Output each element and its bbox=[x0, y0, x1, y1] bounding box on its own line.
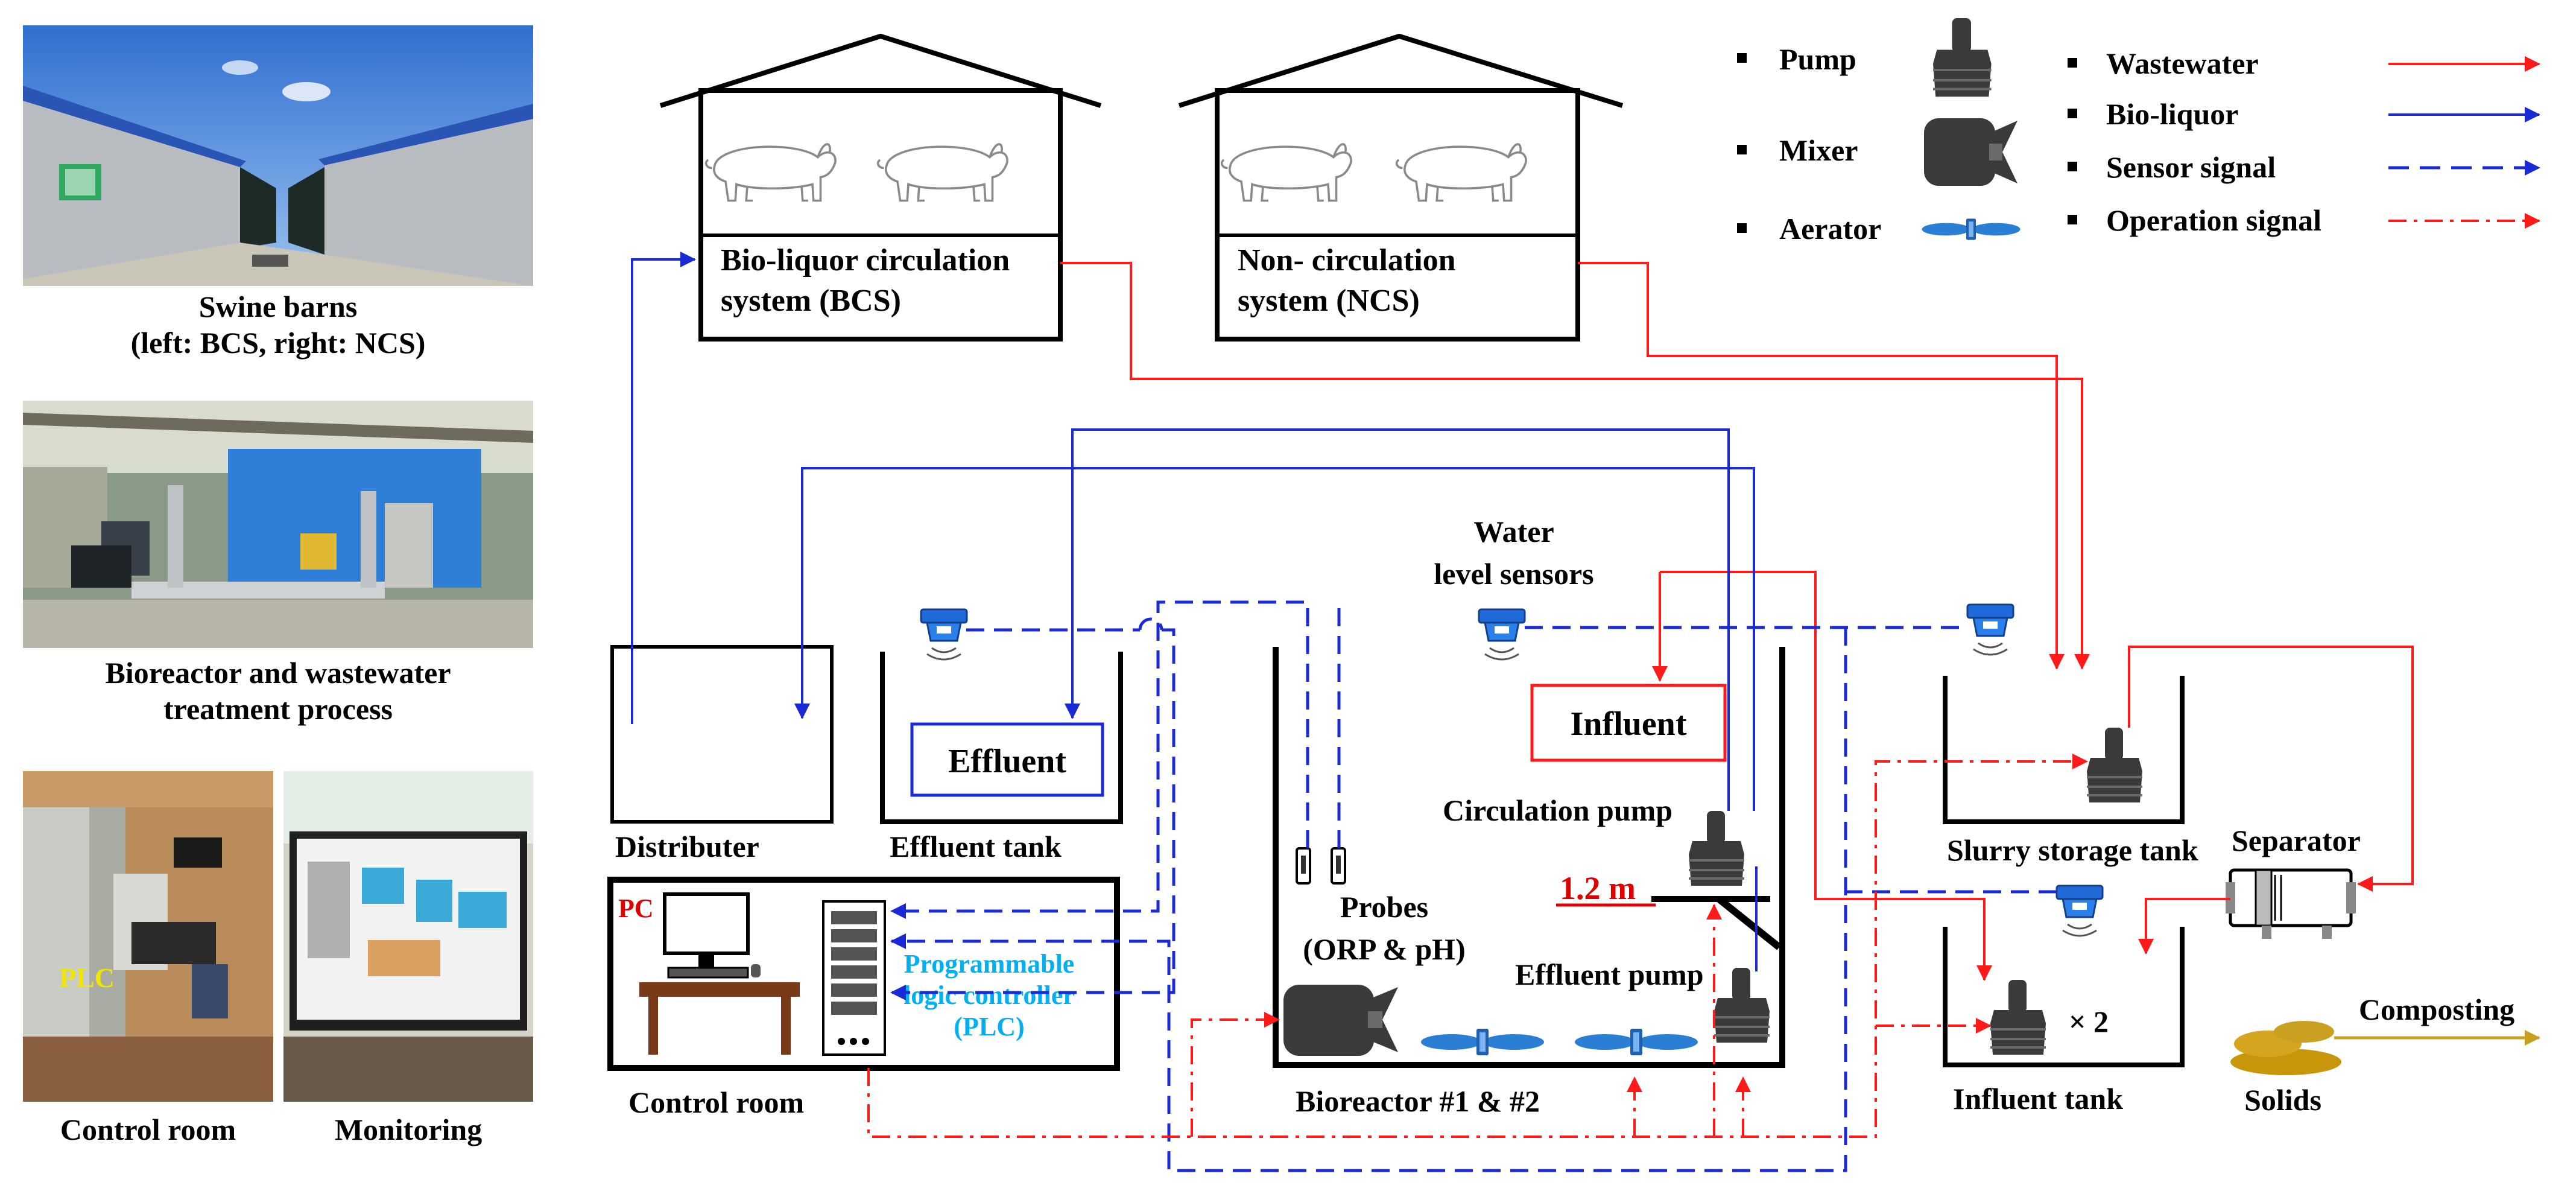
distributer-label: Distributer bbox=[615, 830, 759, 863]
legend-sensor-signal-label: Sensor signal bbox=[2106, 150, 2276, 184]
control-room-label: Control room bbox=[628, 1085, 804, 1119]
level-value-label: 1.2 m bbox=[1560, 870, 1636, 906]
effluent-box bbox=[910, 722, 1104, 797]
ncs-barn: Non- circulation system (NCS) bbox=[1178, 33, 1624, 342]
slurry-tank-label: Slurry storage tank bbox=[1947, 833, 2198, 867]
plc-cabinet-icon bbox=[822, 900, 886, 1056]
caption-line: Control room bbox=[60, 1113, 236, 1146]
probes-label-line2: (ORP & pH) bbox=[1303, 932, 1465, 966]
control-room-photo: PLC bbox=[23, 771, 273, 1102]
sensor-signal-lines bbox=[890, 600, 2057, 1172]
plc-label-line3: (PLC) bbox=[954, 1012, 1024, 1041]
mixer-icon bbox=[1924, 118, 2017, 186]
bioreactor-level-sensor-icon bbox=[1478, 608, 1526, 661]
treatment-plant-caption: Bioreactor and wastewater treatment proc… bbox=[23, 655, 533, 727]
slurry-storage-tank bbox=[1943, 676, 2185, 824]
probes-icon bbox=[1296, 847, 1346, 885]
bio-liquor-lines bbox=[631, 252, 1758, 971]
plc-photo-label: PLC bbox=[59, 962, 115, 993]
caption-line: treatment process bbox=[163, 692, 393, 726]
aerator-icon bbox=[1575, 1029, 1698, 1055]
aerator-icon bbox=[1922, 218, 2021, 240]
legend-aerator-label: Aerator bbox=[1779, 212, 1881, 246]
effluent-tank bbox=[880, 652, 1123, 824]
legend-operation-signal-label: Operation signal bbox=[2106, 203, 2321, 237]
circulation-pump-label: Circulation pump bbox=[1443, 793, 1673, 827]
legend-bioliquor-label: Bio-liquor bbox=[2106, 97, 2238, 131]
bracket-line bbox=[1717, 896, 1782, 950]
ncs-label-line1: Non- circulation bbox=[1238, 243, 1456, 278]
influent-tank bbox=[1943, 927, 2185, 1067]
bcs-barn: Bio-liquor circulation system (BCS) bbox=[659, 33, 1102, 342]
caption-line: (left: BCS, right: NCS) bbox=[130, 326, 426, 360]
aerator-icon bbox=[1421, 1029, 1544, 1055]
swine-barns-caption: Swine barns (left: BCS, right: NCS) bbox=[23, 288, 533, 361]
bcs-label-line2: system (BCS) bbox=[721, 284, 901, 318]
pc-label: PC bbox=[618, 894, 654, 923]
plc-label-line1: Programmable bbox=[904, 949, 1075, 979]
influent-pump-icon bbox=[1990, 980, 2046, 1055]
effluent-pump-icon bbox=[1714, 968, 1770, 1043]
effluent-box-label: Effluent bbox=[948, 743, 1066, 780]
solids-label: Solids bbox=[2244, 1083, 2321, 1117]
composting-label: Composting bbox=[2359, 993, 2514, 1026]
swine-barns-photo bbox=[23, 25, 533, 286]
plc-label-line2: logic controller bbox=[903, 980, 1075, 1010]
control-room-box bbox=[607, 877, 1120, 1071]
caption-line: Monitoring bbox=[334, 1113, 483, 1146]
influent-box bbox=[1530, 684, 1727, 762]
slurry-level-sensor-icon bbox=[1966, 603, 2014, 656]
bcs-label-line1: Bio-liquor circulation bbox=[721, 243, 1010, 278]
bioreactor-tank bbox=[1273, 647, 1785, 1068]
times-two-label: × 2 bbox=[2069, 1005, 2109, 1038]
caption-line: Swine barns bbox=[198, 290, 358, 323]
probes-label-line1: Probes bbox=[1340, 890, 1428, 924]
distributer-box bbox=[610, 645, 834, 824]
operation-signal-lines bbox=[867, 754, 2088, 1138]
legend-wastewater-label: Wastewater bbox=[2106, 46, 2259, 80]
effluent-tank-label: Effluent tank bbox=[890, 830, 1062, 863]
treatment-plant-photo bbox=[23, 401, 533, 648]
effluent-pump-label: Effluent pump bbox=[1515, 958, 1704, 991]
influent-box-label: Influent bbox=[1571, 705, 1687, 743]
water-level-sensors-label-line1: Water bbox=[1473, 515, 1554, 548]
legend-pump-label: Pump bbox=[1779, 42, 1856, 76]
wastewater-lines bbox=[1060, 262, 2414, 981]
circulation-pump-icon bbox=[1689, 811, 1744, 886]
influent-tank-label: Influent tank bbox=[1953, 1082, 2123, 1116]
pump-icon bbox=[1933, 18, 1992, 97]
bioreactor-mixer-icon bbox=[1283, 985, 1398, 1056]
water-level-sensors-label-line2: level sensors bbox=[1434, 557, 1593, 591]
bioreactor-label: Bioreactor #1 & #2 bbox=[1296, 1084, 1540, 1118]
caption-line: Bioreactor and wastewater bbox=[105, 656, 451, 690]
monitoring-caption: Monitoring bbox=[283, 1111, 533, 1148]
separator-label: Separator bbox=[2232, 824, 2361, 857]
solids-icon bbox=[2230, 1021, 2341, 1075]
legend: Pump Mixer Aerator Wastewater Bio-liquor… bbox=[1737, 18, 2540, 246]
legend-mixer-label: Mixer bbox=[1779, 133, 1858, 167]
control-room-photo-caption: Control room bbox=[23, 1111, 273, 1148]
desk-icon bbox=[639, 982, 800, 1055]
monitoring-photo bbox=[283, 771, 533, 1102]
slurry-pump-icon bbox=[2087, 728, 2142, 802]
pc-icon bbox=[663, 892, 761, 979]
separator-icon bbox=[2226, 868, 2356, 939]
influent-level-sensor-icon bbox=[2055, 885, 2104, 937]
ncs-label-line2: system (NCS) bbox=[1238, 284, 1420, 318]
effluent-level-sensor-icon bbox=[920, 608, 968, 661]
